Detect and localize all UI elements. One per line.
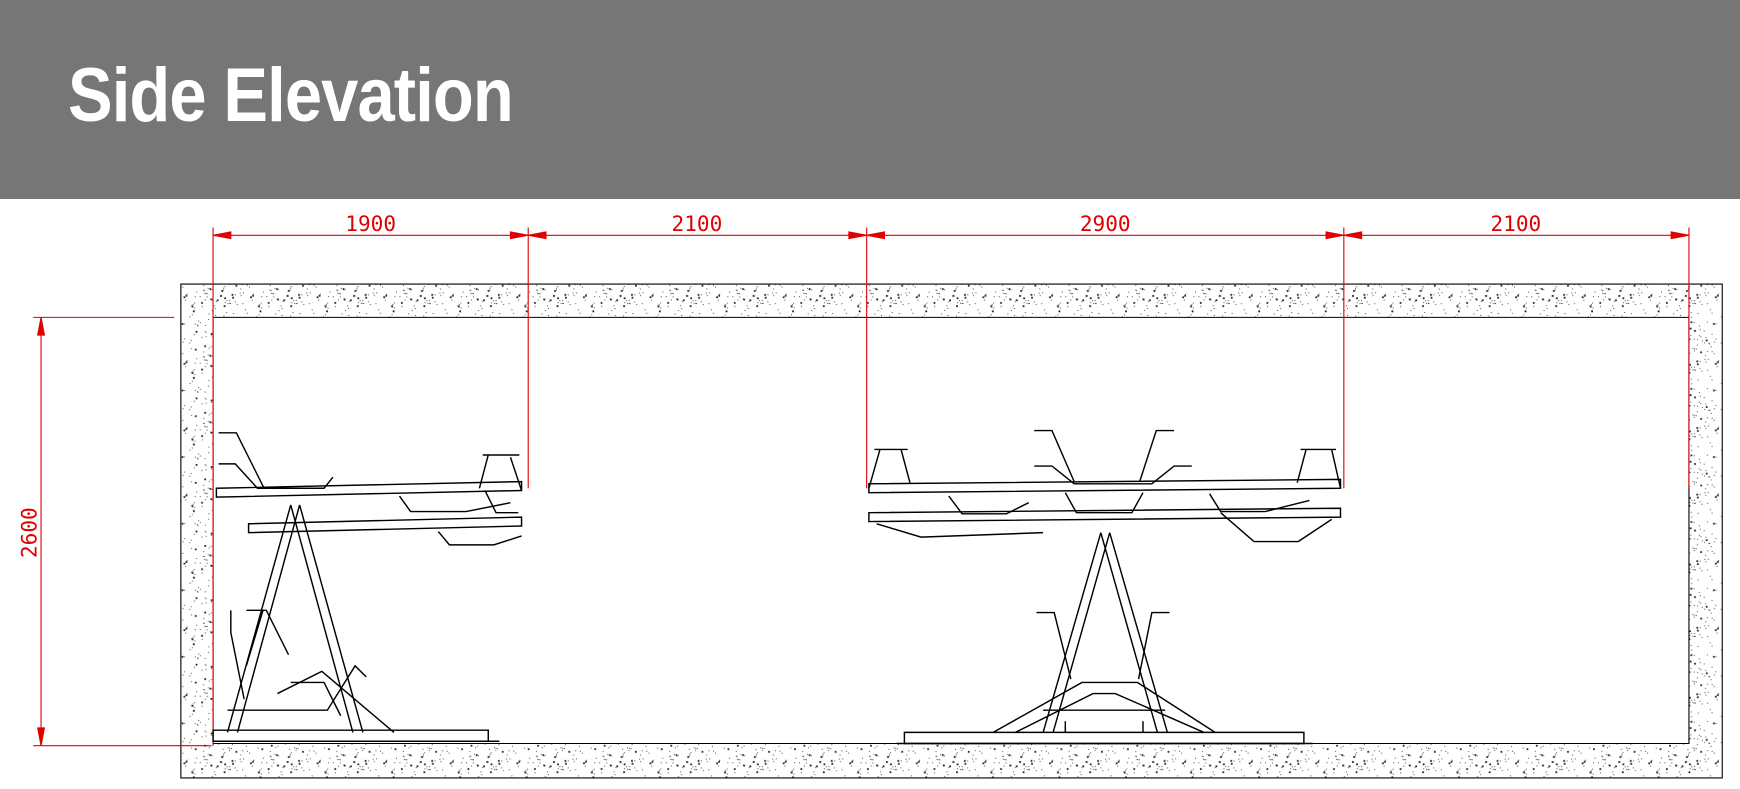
concrete-enclosure xyxy=(180,283,1723,779)
header-bar: Side Elevation xyxy=(0,0,1740,199)
dimension-label-2900: 2900 xyxy=(1080,211,1131,236)
bike-rack-left xyxy=(212,432,523,743)
dimension-label-2100-b: 2100 xyxy=(1490,211,1541,236)
bike-rack-right xyxy=(868,429,1342,745)
page-title: Side Elevation xyxy=(68,53,514,138)
dimension-label-2100-a: 2100 xyxy=(672,211,723,236)
dimension-lines xyxy=(33,227,1690,747)
dimension-label-2600: 2600 xyxy=(17,507,42,558)
dimension-label-1900: 1900 xyxy=(345,211,396,236)
